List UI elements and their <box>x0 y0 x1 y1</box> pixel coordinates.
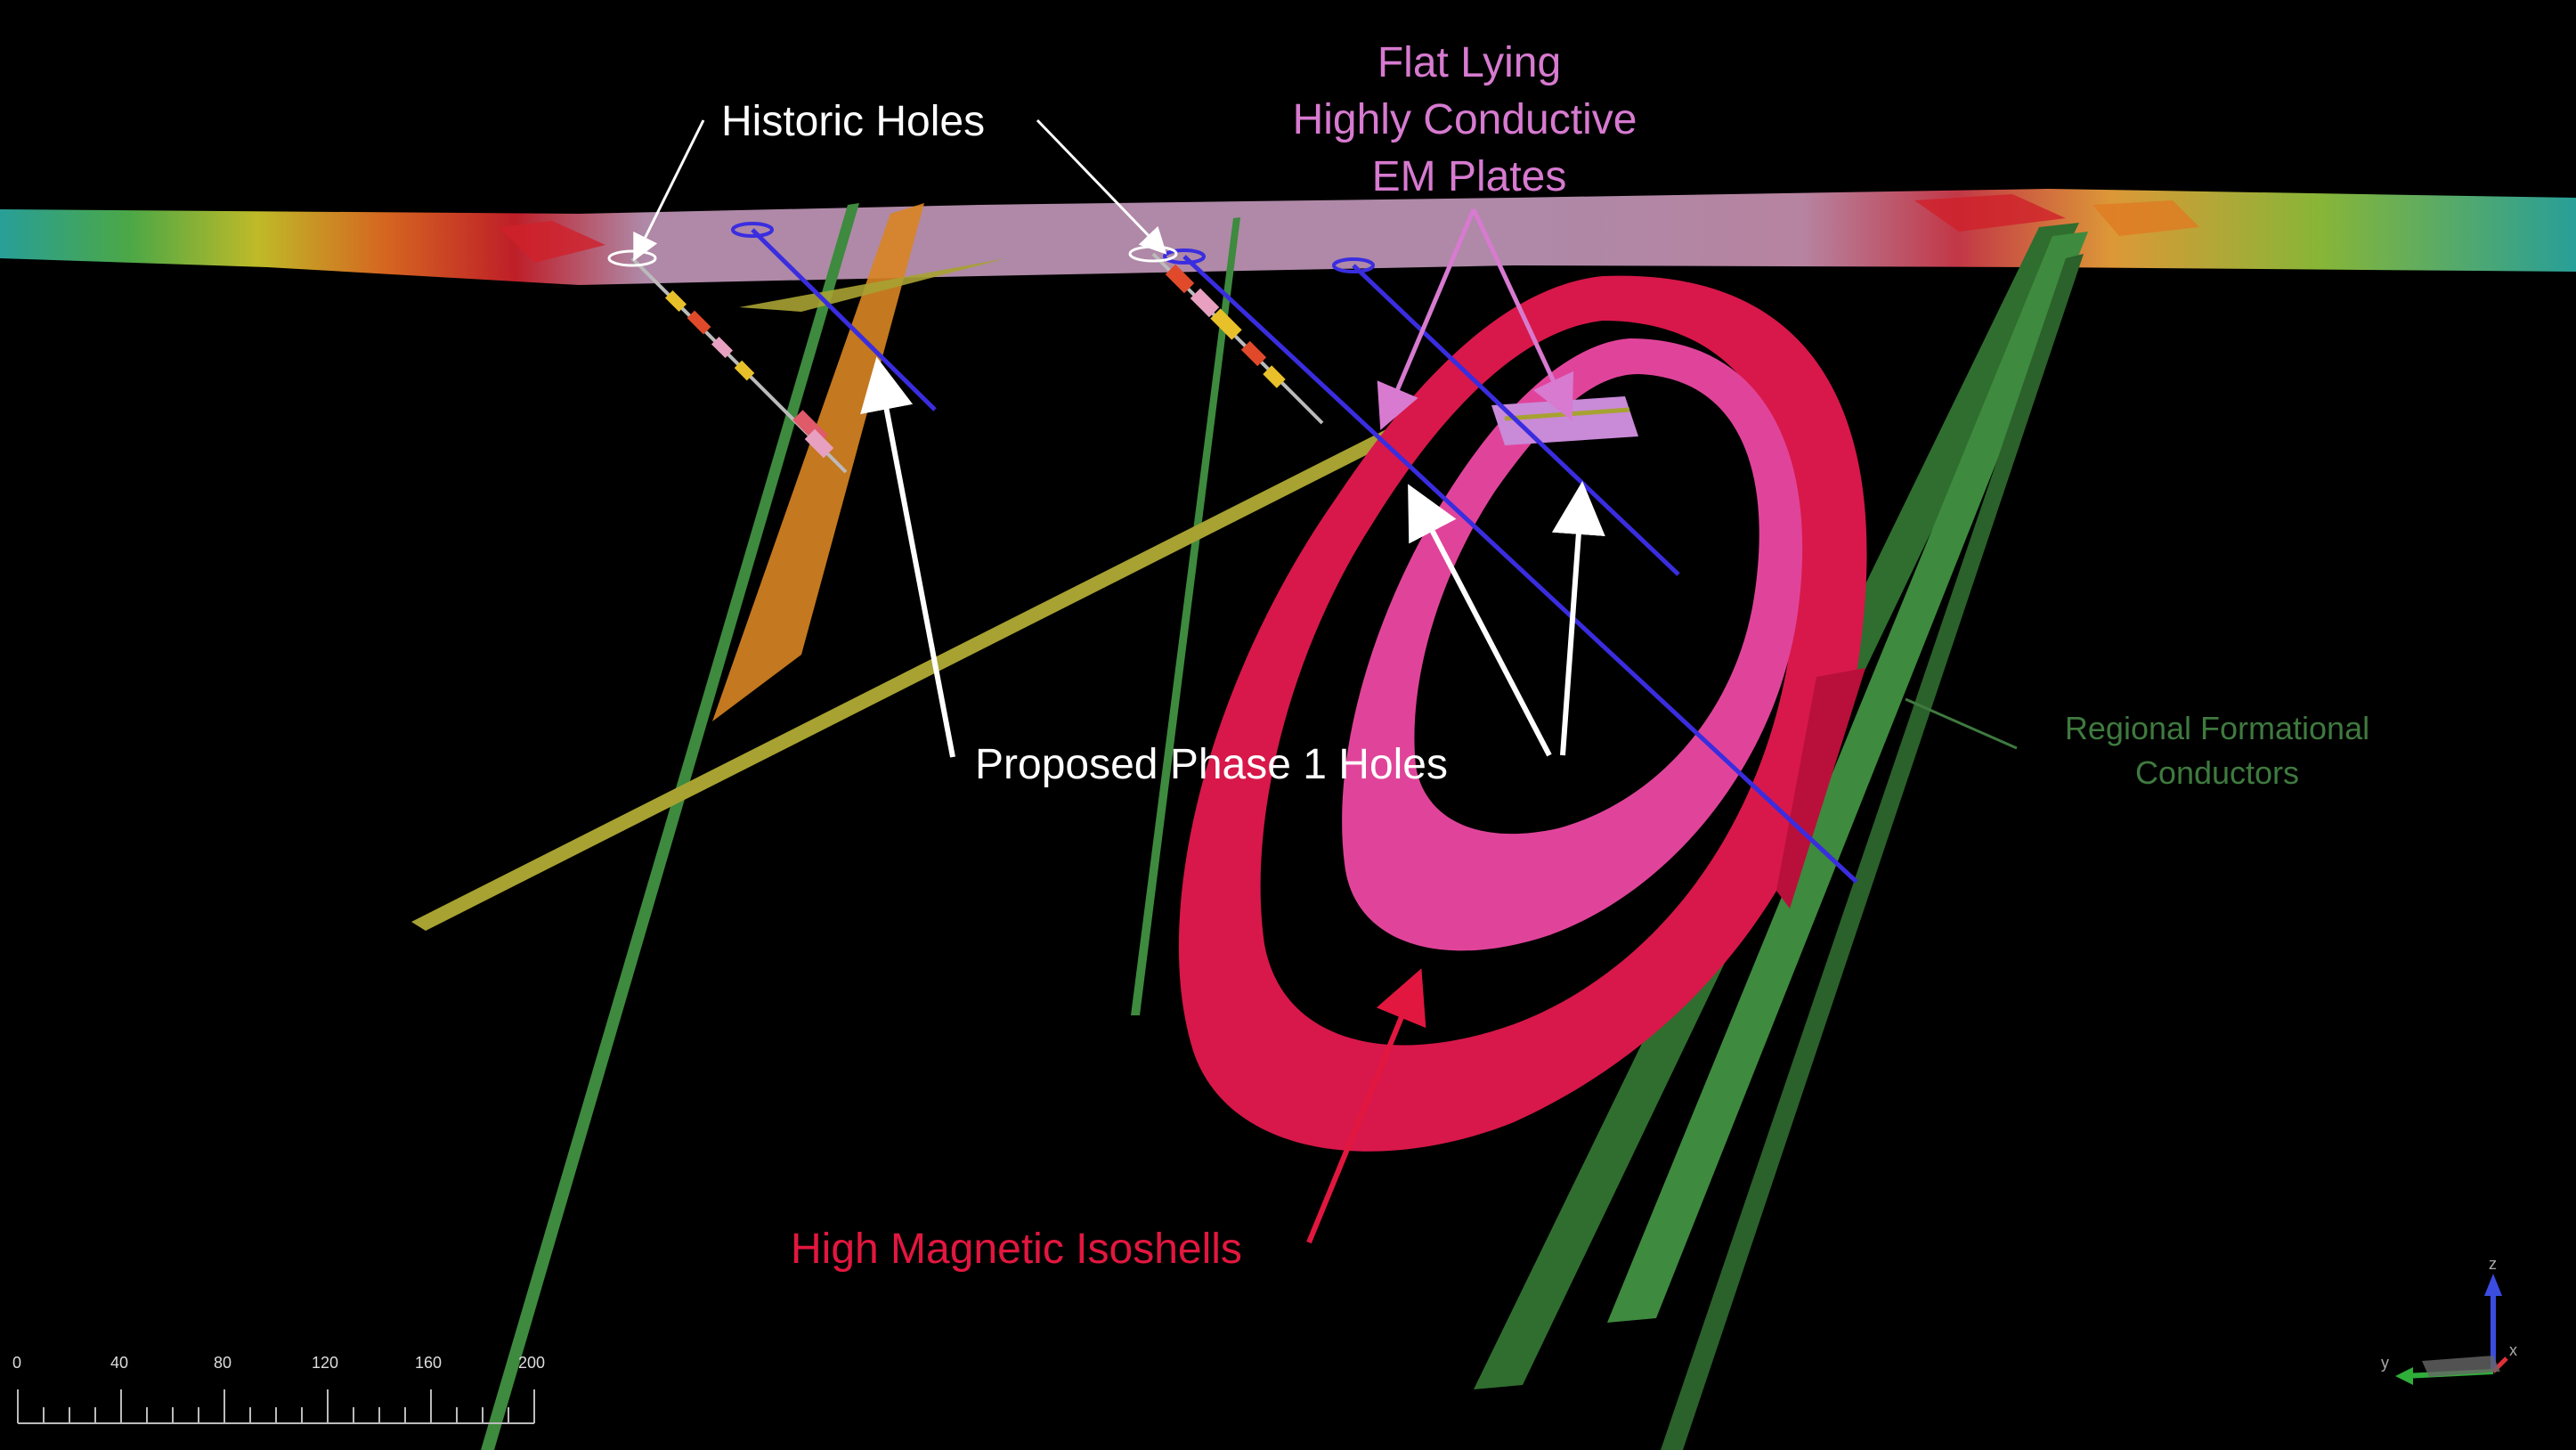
proposed-holes-arrow-2 <box>1408 484 1552 757</box>
left-green-conductors <box>481 203 1240 1450</box>
label-regional-line2: Conductors <box>2135 754 2299 791</box>
mag-isoshells-arrow <box>1306 968 1426 1244</box>
label-em-plates-line1: Flat Lying <box>1377 39 1561 86</box>
scale-tick-0: 0 <box>12 1354 21 1372</box>
em-plates-arrow-right <box>1471 208 1574 421</box>
high-magnetic-isoshells <box>1178 275 1867 1152</box>
axis-z-head <box>2484 1274 2502 1296</box>
historic-drillholes <box>607 245 1324 474</box>
scale-tick-200: 200 <box>518 1354 545 1372</box>
label-regional-line1: Regional Formational <box>2065 710 2369 746</box>
scale-tick-160: 160 <box>415 1354 442 1372</box>
axis-y-label: y <box>2381 1354 2389 1372</box>
regional-conductors-arrow <box>1905 697 2018 750</box>
label-em-plates-line3: EM Plates <box>1372 153 1567 200</box>
proposed-drillholes <box>731 222 1858 884</box>
label-historic-holes: Historic Holes <box>721 98 985 145</box>
axis-z-label: z <box>2489 1255 2497 1273</box>
annotation-labels: Historic Holes Flat Lying Highly Conduct… <box>721 39 2369 1273</box>
label-proposed-holes: Proposed Phase 1 Holes <box>975 741 1448 788</box>
label-mag-isoshells: High Magnetic Isoshells <box>791 1226 1242 1273</box>
label-em-plates-line2: Highly Conductive <box>1293 96 1637 143</box>
axis-y-head <box>2395 1367 2413 1385</box>
yellow-conductor-plate <box>411 392 1465 931</box>
proposed-holes-arrow-3 <box>1551 481 1605 756</box>
scale-tick-80: 80 <box>214 1354 232 1372</box>
em-plates-arrow-left <box>1377 208 1476 431</box>
axis-triad[interactable]: z y x <box>2381 1255 2517 1385</box>
scale-tick-120: 120 <box>312 1354 338 1372</box>
proposed-holes-arrow-1 <box>860 356 955 758</box>
axis-x-label: x <box>2509 1341 2517 1359</box>
annotation-arrows <box>633 118 2018 1244</box>
topography-surface <box>0 189 2576 285</box>
yellow-conductor-plate-upper <box>739 258 1006 312</box>
historic-holes-arrow-right <box>1036 118 1167 255</box>
orange-conductor-plate <box>712 203 924 721</box>
scale-bar: 0 40 80 120 160 200 <box>12 1354 545 1424</box>
scale-tick-40: 40 <box>110 1354 128 1372</box>
historic-holes-arrow-left <box>633 119 705 262</box>
